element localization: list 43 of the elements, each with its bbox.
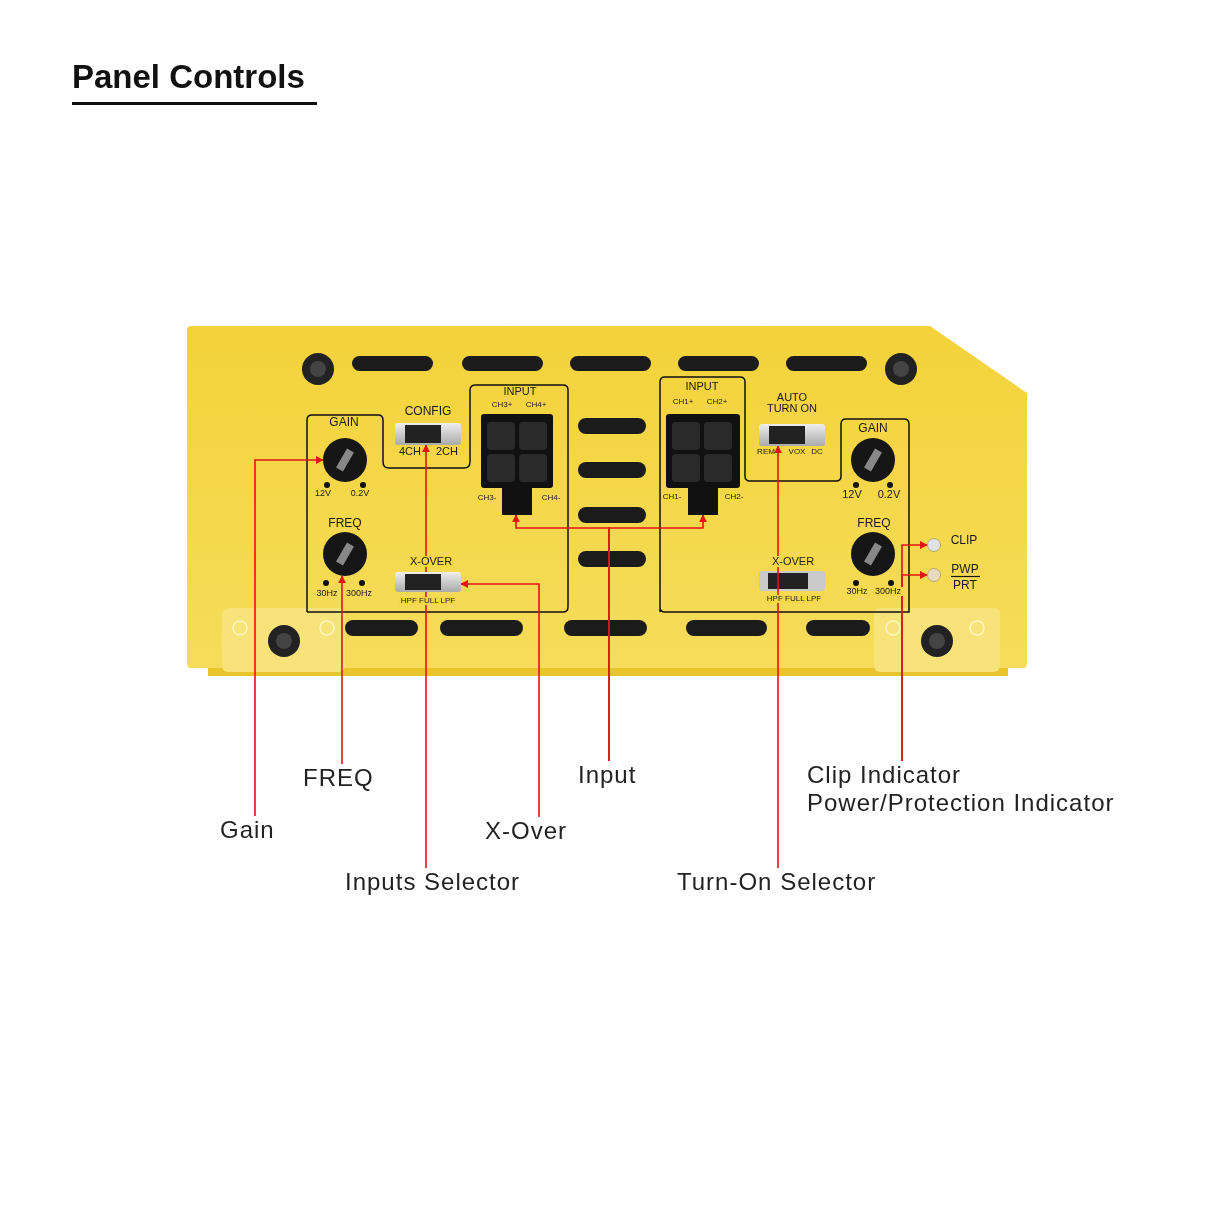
page-title: Panel Controls [72, 58, 317, 105]
panel-label: CH4- [541, 494, 561, 502]
leader-line [460, 580, 540, 818]
panel-label: 0.2V [877, 489, 901, 500]
callout-label: Power/Protection Indicator [807, 789, 1115, 817]
control-caption: INPUT [503, 386, 537, 397]
leader-line [608, 514, 707, 762]
callout-label: FREQ [303, 764, 374, 792]
panel-label: 30Hz [846, 587, 868, 596]
callout-label: Turn-On Selector [677, 868, 877, 896]
leader-line [338, 575, 346, 765]
panel-label: 4CH [399, 446, 421, 457]
callout-label: X-Over [485, 817, 567, 845]
panel-label: PWP [951, 563, 979, 575]
panel-label: 300Hz [346, 589, 372, 598]
control-caption: GAIN [329, 416, 359, 428]
callout-label: Clip Indicator [807, 761, 962, 789]
slide-switch [395, 572, 461, 592]
control-caption: CONFIG [404, 405, 452, 417]
panel-label: CH2+ [706, 398, 728, 406]
panel-label: 300Hz [873, 587, 903, 596]
panel-label: 12V [315, 489, 331, 498]
panel-label: 12V [842, 489, 862, 500]
panel-label: X-OVER [769, 556, 817, 567]
callout-label: Gain [220, 816, 275, 844]
control-caption: AUTO TURN ON [765, 392, 819, 414]
leader-line [422, 444, 430, 869]
panel-label: 2CH [436, 446, 458, 457]
slide-switch [395, 423, 461, 445]
callout-label: Inputs Selector [345, 868, 521, 896]
control-caption: INPUT [685, 381, 719, 392]
panel-label: REM [757, 448, 775, 456]
leader-line [254, 456, 324, 817]
control-caption: FREQ [328, 517, 362, 529]
control-caption: X-OVER [407, 556, 455, 567]
panel-label: HPF FULL LPF [764, 595, 824, 603]
callout-label: Input [578, 761, 637, 789]
panel-label: HPF FULL LPF [398, 597, 458, 605]
leader-line [774, 445, 782, 869]
panel-label: PRT [953, 579, 977, 591]
slide-switch [759, 424, 825, 446]
panel-label: CLIP [950, 534, 978, 546]
panel-label: FREQ [857, 517, 891, 529]
